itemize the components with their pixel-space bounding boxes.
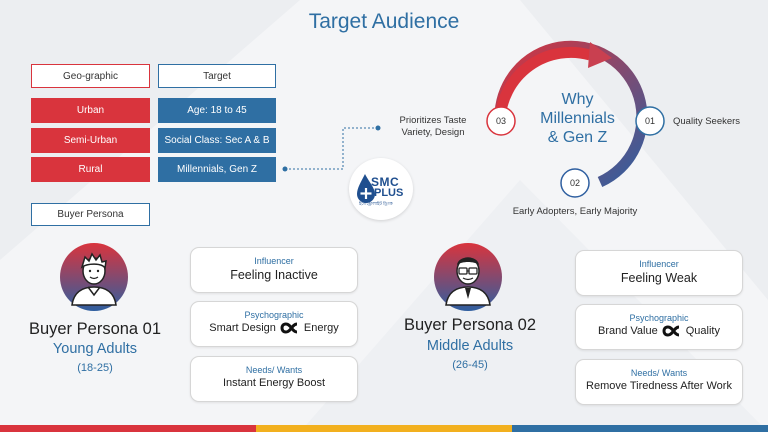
cycle-text-03: Prioritizes Taste Variety, Design <box>399 115 467 138</box>
target-age: Age: 18 to 45 <box>158 98 276 123</box>
young-adult-avatar-icon <box>60 243 128 311</box>
persona1-psychographic-card: Psychographic Smart Design Energy <box>190 301 358 347</box>
infinity-proportional-icon <box>280 322 298 334</box>
persona1-group: Young Adults <box>52 341 138 357</box>
cycle-center-text: Why Millennials & Gen Z <box>540 91 615 146</box>
drop-icon <box>357 174 375 203</box>
middle-adult-avatar-icon <box>434 243 502 311</box>
target-generation: Millennials, Gen Z <box>158 157 276 182</box>
persona1-name: Buyer Persona 01 <box>28 320 162 338</box>
cycle-node-02: 02 <box>569 178 580 188</box>
geo-header: Geo-graphic <box>31 64 150 88</box>
footer-bar-yellow <box>256 425 512 432</box>
geo-semi-urban: Semi-Urban <box>31 128 150 153</box>
persona2-age: (26-45) <box>452 359 488 371</box>
logo-tagline: ইলেক্ট্রোলাইট ড্রিংক <box>359 201 393 206</box>
footer-bar-red <box>0 425 256 432</box>
buyer-persona-label: Buyer Persona <box>31 203 150 226</box>
persona2-needs-card: Needs/ Wants Remove Tiredness After Work <box>575 359 743 405</box>
smc-plus-logo: SMC PLUS ইলেক্ট্রোলাইট ড্রিংক <box>349 158 413 220</box>
persona2-influencer-card: Influencer Feeling Weak <box>575 250 743 296</box>
cycle-node-03: 03 <box>495 116 506 126</box>
cycle-text-02: Early Adopters, Early Majority <box>512 206 638 217</box>
footer-bar-blue <box>512 425 768 432</box>
geo-rural: Rural <box>31 157 150 182</box>
page-title: Target Audience <box>308 10 460 33</box>
target-social-class: Social Class: Sec A & B <box>158 128 276 153</box>
persona2-group: Middle Adults <box>426 338 514 354</box>
logo-line2: PLUS <box>374 187 404 199</box>
logo-line1: SMC <box>371 175 400 189</box>
persona2-name: Buyer Persona 02 <box>403 316 537 334</box>
target-header: Target <box>158 64 276 88</box>
persona2-psychographic-card: Psychographic Brand Value Quality <box>575 304 743 350</box>
cycle-text-01: Quality Seekers <box>673 116 741 127</box>
persona1-age: (18-25) <box>77 362 113 374</box>
geo-urban: Urban <box>31 98 150 123</box>
infinity-proportional-icon <box>662 325 680 337</box>
persona1-influencer-card: Influencer Feeling Inactive <box>190 247 358 293</box>
cycle-node-01: 01 <box>644 116 655 126</box>
persona1-needs-card: Needs/ Wants Instant Energy Boost <box>190 356 358 402</box>
